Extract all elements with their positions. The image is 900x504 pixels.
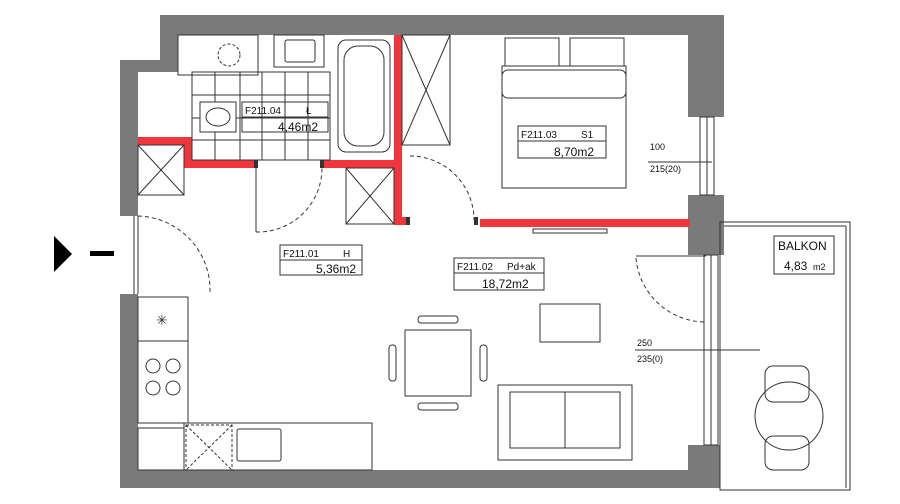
room-area-bathroom: 4,46m2 — [278, 120, 318, 134]
entrance-arrow-icon — [54, 236, 72, 272]
room-code-bathroom: F211.04 — [245, 106, 281, 117]
window-top-width: 100 — [650, 142, 665, 152]
room-type-living: Pd+ak — [507, 262, 537, 273]
room-area-hall: 5,36m2 — [316, 262, 356, 276]
fixtures — [133, 34, 851, 491]
balcony-area-unit: m2 — [813, 262, 826, 272]
room-code-hall: F211.01 — [283, 249, 319, 260]
room-code-living: F211.02 — [457, 262, 493, 273]
balcony-name: BALKON — [778, 239, 827, 253]
window-top-height: 215(20) — [650, 164, 681, 174]
balcony-area: 4,83 — [784, 259, 808, 273]
room-area-bedroom: 8,70m2 — [554, 145, 594, 159]
room-area-living: 18,72m2 — [482, 277, 529, 291]
window-bottom-height: 235(0) — [637, 354, 663, 364]
room-type-bedroom: S1 — [581, 130, 594, 141]
room-code-bedroom: F211.03 — [521, 130, 557, 141]
entrance-marker — [90, 251, 114, 256]
fridge-icon: ✳ — [156, 313, 168, 329]
room-type-bathroom: Ł — [306, 106, 312, 117]
room-type-hall: H — [343, 249, 350, 260]
window-bottom-width: 250 — [637, 338, 652, 348]
exterior-walls — [120, 15, 724, 488]
door-stops — [254, 160, 478, 225]
